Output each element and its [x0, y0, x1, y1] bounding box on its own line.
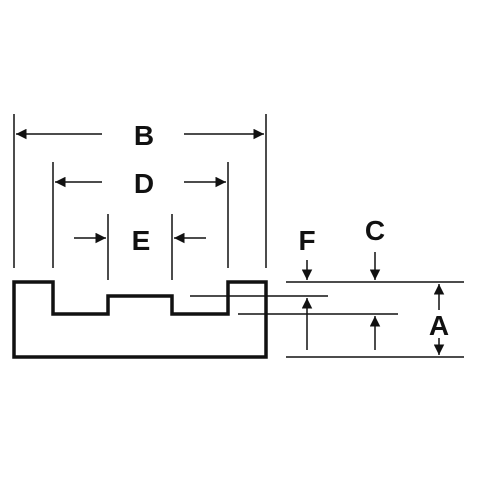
- label-e: E: [132, 225, 151, 256]
- label-b: B: [134, 120, 154, 151]
- label-d: D: [134, 168, 154, 199]
- label-c: C: [365, 215, 385, 246]
- label-a: A: [429, 310, 449, 341]
- label-f: F: [298, 225, 315, 256]
- part-profile: [12, 280, 268, 359]
